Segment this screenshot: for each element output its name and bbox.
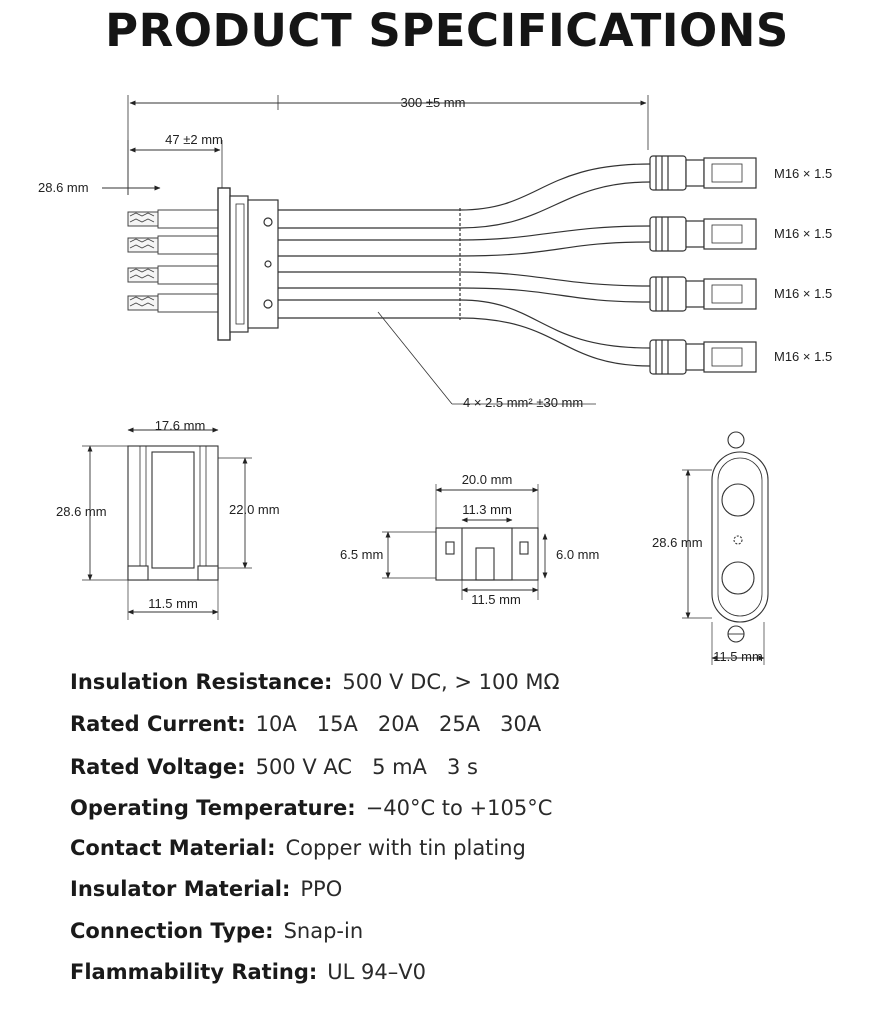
spec-key: Insulator Material: <box>70 877 291 901</box>
m16-connector-3 <box>649 276 757 312</box>
m16-connector-2 <box>649 216 757 252</box>
spec-value: 500 V AC 5 mA 3 s <box>255 755 478 779</box>
end-view <box>382 484 548 600</box>
end-bottom-label: 11.5 mm <box>471 592 521 607</box>
spec-row-operating-temperature: Operating Temperature: −40°C to +105°C <box>70 794 552 821</box>
end-width-label: 20.0 mm <box>462 472 513 487</box>
main-assembly-view <box>102 95 757 405</box>
end-right-height-label: 6.0 mm <box>556 547 599 562</box>
spec-value: Snap-in <box>283 919 364 943</box>
spec-row-rated-voltage: Rated Voltage: 500 V AC 5 mA 3 s <box>70 753 478 780</box>
end-left-height-label: 6.5 mm <box>340 547 383 562</box>
cable-spec-label: 4 × 2.5 mm² ±30 mm <box>463 395 583 410</box>
spec-row-insulation-resistance: Insulation Resistance: 500 V DC, > 100 MΩ <box>70 668 560 695</box>
spec-value: 500 V DC, > 100 MΩ <box>342 670 560 694</box>
side-inner-height-label: 22.0 mm <box>229 502 280 517</box>
cable-spec-leader <box>377 311 453 405</box>
connector-thread-label-3: M16 × 1.5 <box>774 286 832 301</box>
spec-row-insulator-material: Insulator Material: PPO <box>70 875 342 902</box>
connector-thread-label-4: M16 × 1.5 <box>774 349 832 364</box>
spec-value: 10A 15A 20A 25A 30A <box>255 712 542 736</box>
spec-key: Rated Voltage: <box>70 755 246 779</box>
m16-connector-1 <box>649 155 757 191</box>
front-width-label: 11.5 mm <box>713 649 763 664</box>
spec-value: Copper with tin plating <box>285 836 526 860</box>
spec-key: Insulation Resistance: <box>70 670 333 694</box>
spec-key: Rated Current: <box>70 712 246 736</box>
page-title: PRODUCT SPECIFICATIONS <box>105 4 789 57</box>
spec-key: Connection Type: <box>70 919 274 943</box>
side-view <box>82 427 252 620</box>
connector-thread-label-1: M16 × 1.5 <box>774 166 832 181</box>
spec-key: Operating Temperature: <box>70 796 356 820</box>
spec-row-contact-material: Contact Material: Copper with tin plating <box>70 834 526 861</box>
end-inner-width-label: 11.3 mm <box>462 502 512 517</box>
side-width-top-label: 17.6 mm <box>155 418 206 433</box>
spec-row-connection-type: Connection Type: Snap-in <box>70 917 363 944</box>
spec-value: UL 94–V0 <box>327 960 426 984</box>
m16-connector-4 <box>649 339 757 375</box>
connector-thread-label-2: M16 × 1.5 <box>774 226 832 241</box>
wire-ends <box>127 209 221 313</box>
spec-key: Contact Material: <box>70 836 276 860</box>
front-height-label: 28.6 mm <box>652 535 703 550</box>
fanned-cables <box>459 163 651 367</box>
side-bottom-label: 11.5 mm <box>148 596 198 611</box>
front-view <box>682 431 769 665</box>
spec-row-rated-current: Rated Current: 10A 15A 20A 25A 30A <box>70 710 541 737</box>
height-left-label: 28.6 mm <box>38 180 89 195</box>
spec-row-flammability-rating: Flammability Rating: UL 94–V0 <box>70 958 426 985</box>
spec-value: PPO <box>300 877 343 901</box>
connector-housing <box>217 187 279 341</box>
spec-value: −40°C to +105°C <box>365 796 553 820</box>
side-height-label: 28.6 mm <box>56 504 107 519</box>
flange-length-label: 47 ±2 mm <box>165 132 223 147</box>
cable-bundle <box>278 208 461 320</box>
spec-key: Flammability Rating: <box>70 960 318 984</box>
overall-length-label: 300 ±5 mm <box>401 95 466 110</box>
